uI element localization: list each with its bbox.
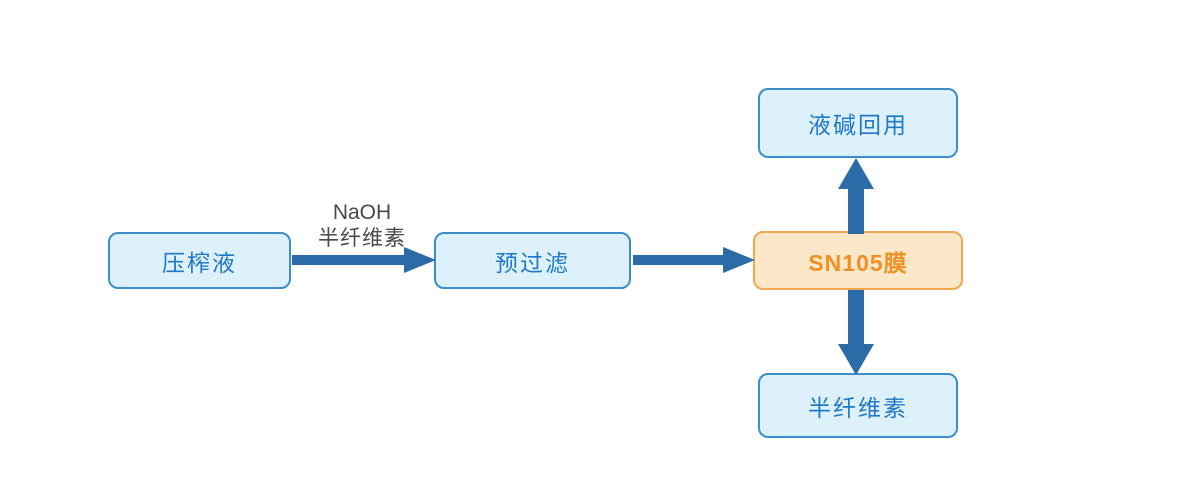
node-prefiltration[interactable]: 预过滤: [434, 232, 631, 289]
edge-label-naoh-line2: 半纤维素: [318, 227, 406, 250]
node-press-liquid[interactable]: 压榨液: [108, 232, 291, 289]
node-alkali-reuse[interactable]: 液碱回用: [758, 88, 958, 158]
arrow-prefiltration-to-sn105: [633, 247, 755, 273]
node-hemicellulose-label: 半纤维素: [808, 394, 908, 421]
node-prefiltration-label: 预过滤: [495, 249, 570, 276]
node-sn105-membrane-label: SN105膜: [808, 249, 908, 276]
arrow-sn105-to-hemicellulose: [838, 290, 874, 375]
node-press-liquid-label: 压榨液: [162, 249, 237, 276]
arrow-sn105-to-alkali-reuse: [838, 158, 874, 234]
edge-label-naoh: NaOH 半纤维素: [288, 200, 436, 252]
node-hemicellulose[interactable]: 半纤维素: [758, 373, 958, 438]
node-alkali-reuse-label: 液碱回用: [808, 112, 908, 138]
arrow-press-to-prefiltration: [292, 247, 436, 273]
node-sn105-membrane[interactable]: SN105膜: [753, 231, 963, 290]
edge-label-naoh-line1: NaOH: [332, 201, 392, 224]
